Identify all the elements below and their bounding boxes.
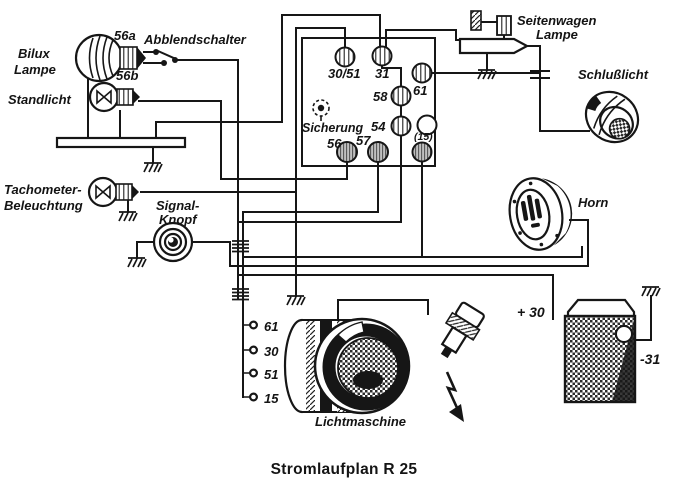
gen-terminal-61: 61 <box>264 319 278 334</box>
ground-icon <box>118 211 138 222</box>
wire-ignition <box>337 299 429 319</box>
terminal-61 <box>411 62 433 84</box>
ground-icon <box>641 286 661 297</box>
fuse-icon <box>312 99 330 121</box>
wire-battery-ground <box>635 295 652 341</box>
terminal-54-label: 54 <box>371 119 386 134</box>
battery-positive-label: + 30 <box>517 304 545 320</box>
battery <box>563 298 637 404</box>
terminal-57-label: 57 <box>356 133 371 148</box>
battery-negative-label: -31 <box>640 351 660 367</box>
parking-light-label: Standlicht <box>8 92 72 107</box>
terminal-30-51 <box>334 46 356 68</box>
terminal-57 <box>367 141 389 163</box>
wire-horn-1 <box>229 219 589 267</box>
dimmer-switch-label: Abblendschalter <box>143 32 247 47</box>
terminal-56 <box>336 141 358 163</box>
generator <box>283 317 411 415</box>
junction-box: Sicherung 30/51 31 61 58 54 (15) 56 57 <box>301 37 438 167</box>
generator-label: Lichtmaschine <box>315 414 406 429</box>
cable-connector-icon <box>231 240 250 253</box>
cable-connector-icon <box>530 70 550 79</box>
terminal-56-label: 56 <box>327 136 342 151</box>
terminal-31 <box>371 45 393 67</box>
terminal-58-label: 58 <box>373 89 388 104</box>
parking-light-bulb <box>88 81 140 113</box>
horn-button-label-2: Knopf <box>159 212 198 227</box>
wires <box>87 14 652 398</box>
terminal-58 <box>390 85 412 107</box>
wire-horn-2 <box>242 246 583 258</box>
wire-button-ground <box>136 241 155 259</box>
fuse-label: Sicherung <box>302 121 363 135</box>
speedo-light-label-1: Tachometer- <box>4 182 82 197</box>
horn <box>508 177 573 251</box>
wire-dimmer-feed <box>173 59 239 299</box>
tail-light-label: Schlußlicht <box>578 67 649 82</box>
sidecar-socket <box>458 10 530 55</box>
wire-button-out <box>190 241 231 267</box>
dimmer-switch <box>153 49 178 66</box>
wire-standlicht <box>138 100 348 180</box>
ground-icon <box>477 69 497 80</box>
wire-31-ground <box>155 14 381 139</box>
speedo-light-label-2: Beleuchtung <box>4 198 83 213</box>
socket-plug-icon <box>458 37 530 55</box>
horn-button <box>152 221 194 263</box>
terminal-15-lower <box>411 141 433 163</box>
gen-terminal-15: 15 <box>264 391 279 406</box>
horn-label: Horn <box>578 195 608 210</box>
sidecar-label-2: Lampe <box>536 27 578 42</box>
wire-54 <box>237 133 402 223</box>
ground-bar <box>55 136 187 149</box>
diagram-caption: Stromlaufplan R 25 <box>271 461 418 478</box>
sidecar-label-1: Seitenwagen <box>517 13 597 28</box>
gen-terminal-51: 51 <box>264 367 278 382</box>
bilux-label-1: Bilux <box>18 46 51 61</box>
generator-terminals: 61 30 51 15 <box>249 319 279 406</box>
terminal-15-label: (15) <box>414 131 433 143</box>
lightning-icon <box>445 371 460 411</box>
wire-battery-feed <box>237 274 554 320</box>
terminal-54 <box>390 115 412 137</box>
speedo-light-bulb <box>87 176 139 208</box>
ground-icon <box>143 162 163 173</box>
gen-terminal-30: 30 <box>264 344 279 359</box>
frame-ground-icon <box>470 10 482 31</box>
terminal-31-label: 31 <box>375 66 389 81</box>
bilux-label-2: Lampe <box>14 62 56 77</box>
wire-sidecar-feed <box>385 29 461 48</box>
terminal-30-51-label: 30/51 <box>328 66 361 81</box>
horn-button-label-1: Signal- <box>156 198 199 213</box>
lightning-arrowhead-icon <box>449 404 464 422</box>
bilux-lamp <box>74 33 146 83</box>
wire-gen-stubs <box>243 324 250 398</box>
cable-connector-icon <box>231 288 250 301</box>
ground-icon <box>127 257 147 268</box>
wire-taillight <box>526 45 590 132</box>
terminal-61-label: 61 <box>413 83 427 98</box>
terminal-56b-label: 56b <box>116 68 138 83</box>
sidecar-lamp-icon <box>496 15 512 36</box>
wire-57 <box>242 161 379 311</box>
spark-plug <box>440 301 485 422</box>
tail-light <box>584 90 640 144</box>
terminal-56a-label: 56a <box>114 28 136 43</box>
terminal-15-upper <box>416 114 438 136</box>
ground-icon <box>286 295 306 306</box>
